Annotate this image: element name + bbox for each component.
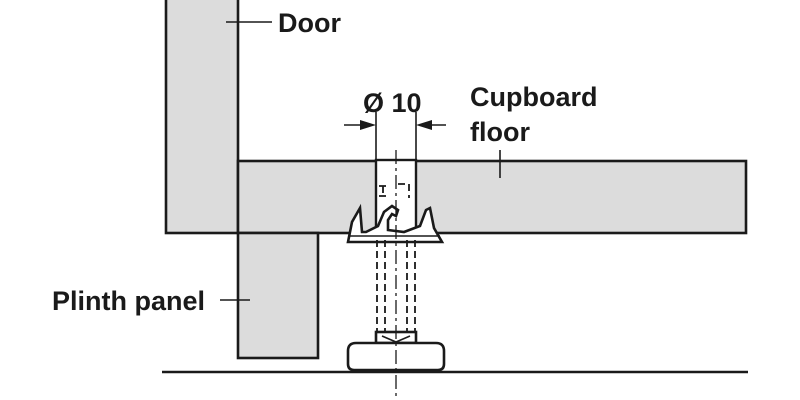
fixing-clip [346, 203, 445, 244]
diameter-label: Ø 10 [363, 88, 422, 118]
spindle-hidden-lines [376, 240, 416, 332]
cupboard-floor-label-line1: Cupboard [470, 82, 598, 112]
bolt-hidden-outline [379, 185, 387, 197]
plinth-panel [236, 231, 320, 360]
door-label: Door [278, 8, 341, 38]
dim-arrow-right-head [416, 120, 432, 130]
bolt-hidden-slot [398, 183, 410, 198]
foot-chamfer [381, 335, 411, 343]
door-panel [164, 0, 240, 235]
cupboard-floor-panel [236, 159, 748, 235]
plinth-panel-label: Plinth panel [52, 286, 205, 316]
cupboard-floor-label-line2: floor [470, 117, 530, 147]
dim-arrow-left-head [360, 120, 376, 130]
